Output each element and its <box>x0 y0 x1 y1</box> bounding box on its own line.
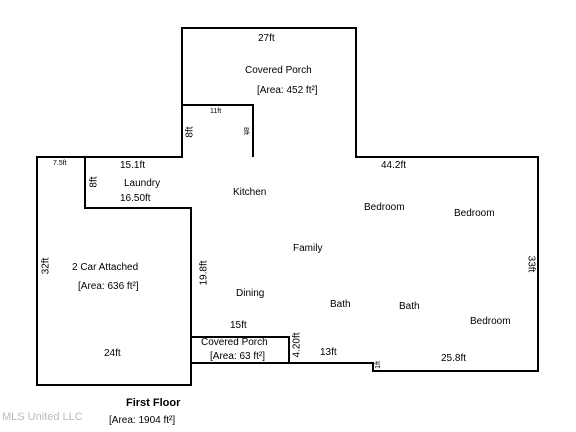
room-bedroom-2: Bedroom <box>454 208 495 219</box>
room-bath-2: Bath <box>399 301 420 312</box>
room-covered-porch-bottom: Covered Porch <box>201 337 268 348</box>
room-covered-porch-top: Covered Porch <box>245 65 312 76</box>
dim-porch-top-width: 27ft <box>258 33 275 44</box>
dim-step: 1ft <box>374 361 382 369</box>
dim-porch-left-height: 8ft <box>184 126 196 138</box>
floor-title: First Floor <box>126 397 181 409</box>
dim-porch2-height: 4.20ft <box>291 332 303 358</box>
covered-porch-bottom-wall <box>191 336 290 363</box>
room-bedroom-3: Bedroom <box>470 316 511 327</box>
porch-notch-wall <box>181 104 254 157</box>
laundry-wall <box>84 157 192 363</box>
dim-porch-inner-width: 11ft <box>210 108 222 115</box>
dim-garage-corner: 7.5ft <box>53 160 67 167</box>
floor-area: [Area: 1904 ft²] <box>109 415 176 426</box>
room-bath-1: Bath <box>330 299 351 310</box>
dim-right-height: 33ft <box>525 255 537 273</box>
room-bedroom-1: Bedroom <box>364 202 405 213</box>
dim-garage-bottom-width: 24ft <box>104 348 121 359</box>
room-kitchen: Kitchen <box>233 187 267 198</box>
room-laundry: Laundry <box>124 178 161 189</box>
dim-porch2-width: 15ft <box>230 320 247 331</box>
room-garage-area: [Area: 636 ft²] <box>78 281 139 292</box>
dim-bottom-mid-width: 13ft <box>320 347 337 358</box>
room-garage: 2 Car Attached <box>72 262 139 273</box>
dim-laundry-top-width: 15.1ft <box>120 160 146 171</box>
dim-interior-wall: 19.8ft <box>198 260 210 286</box>
room-dining: Dining <box>236 288 265 299</box>
dim-garage-height: 32ft <box>40 257 52 275</box>
dim-laundry-side-height: 8ft <box>88 176 100 188</box>
dim-bottom-right-width: 25.8ft <box>441 353 467 364</box>
outer-wall <box>36 27 539 386</box>
watermark: MLS United LLC <box>2 411 83 423</box>
dim-laundry-bottom-width: 16.50ft <box>120 193 151 204</box>
dim-porch-right-height: 8ft <box>241 127 249 135</box>
room-covered-porch-top-area: [Area: 452 ft²] <box>257 85 318 96</box>
room-family: Family <box>293 243 323 254</box>
room-covered-porch-bottom-area: [Area: 63 ft²] <box>210 351 266 362</box>
dim-top-right-width: 44.2ft <box>381 160 407 171</box>
